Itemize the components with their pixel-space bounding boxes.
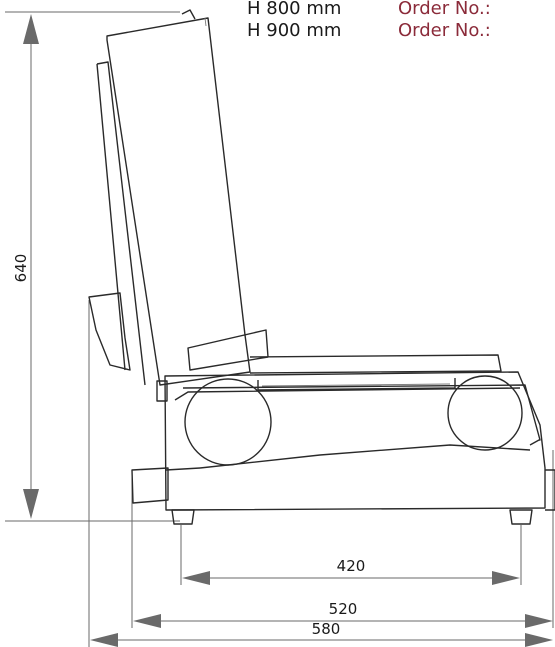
feet-arrow-right <box>492 571 520 585</box>
main-body <box>164 371 546 511</box>
body-width-dimension: 520 <box>131 450 554 628</box>
right-disc <box>447 375 523 451</box>
body-lower-ledge <box>165 467 201 471</box>
height-option-800: H 800 mm <box>247 0 342 19</box>
top-plate <box>249 354 502 374</box>
hinge-knob <box>156 380 168 402</box>
feet-arrow-left <box>182 571 210 585</box>
body-arrow-left <box>133 614 161 628</box>
body-upper-ridge <box>174 387 521 401</box>
lid-back-edge <box>96 61 146 386</box>
lid-back-edge-inner <box>96 63 126 371</box>
order-number-label-800: Order No.: <box>398 0 491 19</box>
height-arrow-bottom <box>23 489 39 519</box>
lid-handle-detail <box>204 17 207 27</box>
front-side-protrusion <box>545 469 555 511</box>
overall-arrow-left <box>90 633 118 647</box>
rear-side-box <box>131 467 169 504</box>
lid-handle <box>181 9 196 20</box>
foot-right <box>509 509 533 525</box>
foot-left <box>171 509 195 525</box>
device-outline <box>88 9 555 525</box>
height-option-900: H 900 mm <box>247 20 342 41</box>
overall-arrow-right <box>525 633 553 647</box>
overall-width-dimension: 580 <box>88 300 553 647</box>
height-dimension: 640 <box>5 11 180 522</box>
lid-hinge-plate <box>187 329 269 371</box>
body-slot <box>257 378 456 391</box>
feet-width-label: 420 <box>337 557 366 575</box>
height-dimension-label: 640 <box>12 254 30 283</box>
rear-bracket <box>88 292 131 371</box>
body-top-contour <box>182 384 541 446</box>
height-arrow-top <box>23 14 39 44</box>
order-number-label-900: Order No.: <box>398 20 491 41</box>
left-disc <box>184 378 272 466</box>
body-lower-contour <box>199 444 531 469</box>
lid-panel <box>106 17 251 386</box>
feet-width-dimension: 420 <box>180 525 522 585</box>
overall-width-label: 580 <box>312 620 341 638</box>
body-width-label: 520 <box>329 600 358 618</box>
body-slot-detail <box>261 383 451 387</box>
body-arrow-right <box>525 614 553 628</box>
